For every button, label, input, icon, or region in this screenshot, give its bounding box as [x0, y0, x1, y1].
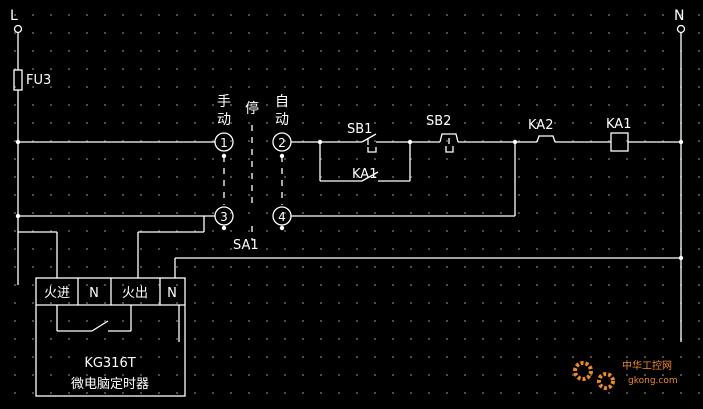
junction — [15, 139, 21, 145]
sb1-label: SB1 — [347, 122, 372, 137]
sa1-auto-top: 自 — [275, 94, 289, 110]
junction — [678, 139, 684, 145]
sa1-label: SA1 — [233, 238, 259, 253]
ka2-contact — [536, 135, 556, 143]
sa1-contact-4-number: 4 — [278, 210, 286, 224]
fuse-label: FU3 — [26, 73, 51, 88]
timer-terminal-n2: N — [167, 286, 177, 301]
timer-terminal-fire-out: 火出 — [122, 286, 148, 301]
terminal-n — [676, 24, 686, 34]
ka2-label: KA2 — [528, 118, 553, 133]
terminal-l-label: L — [10, 8, 18, 24]
sa1-manual-top: 手 — [217, 94, 231, 110]
sa1-contact-3 — [214, 206, 234, 226]
ka1-hold-label: KA1 — [352, 167, 377, 182]
timer-internal-contact — [91, 320, 109, 332]
sb2-actuator — [445, 138, 454, 153]
sa1-contact-1 — [214, 132, 234, 152]
timer-terminal-fire-in: 火进 — [44, 286, 70, 301]
sa1-auto-bottom: 动 — [275, 112, 289, 128]
terminal-n-label: N — [674, 8, 684, 24]
watermark: 中华工控网 gkong.com — [573, 359, 678, 390]
sa1-contact-2-number: 2 — [278, 136, 286, 150]
gear-icon — [597, 372, 615, 390]
sa1-contact-1-number: 1 — [220, 136, 228, 150]
sa1-bottom-dot-right — [279, 225, 285, 231]
sb1-actuator — [367, 138, 377, 153]
sb1-contact — [361, 133, 377, 143]
junction — [15, 213, 21, 219]
sa1-stop-label: 停 — [245, 100, 259, 117]
ka1-hold-contact — [361, 171, 379, 182]
sa1-bottom-dot-left — [221, 225, 227, 231]
sa1-manual-bottom: 动 — [217, 112, 231, 128]
gear-icon — [573, 361, 593, 381]
watermark-url: gkong.com — [628, 376, 678, 386]
sb2-contact — [439, 133, 459, 143]
timer-name: 微电脑定时器 — [71, 377, 149, 392]
fuse-fu3 — [13, 69, 23, 91]
junction — [678, 255, 684, 261]
sb2-label: SB2 — [426, 114, 451, 129]
sa1-auto-dot — [279, 153, 285, 159]
timer-model: KG316T — [84, 356, 135, 371]
sa1-contact-3-number: 3 — [220, 210, 228, 224]
ka1-coil-label: KA1 — [606, 117, 631, 132]
sa1-manual-dot — [221, 153, 227, 159]
terminal-l — [13, 24, 23, 34]
timer-terminal-n1: N — [89, 286, 99, 301]
watermark-brand: 中华工控网 — [622, 359, 672, 372]
ka1-coil — [610, 132, 629, 152]
